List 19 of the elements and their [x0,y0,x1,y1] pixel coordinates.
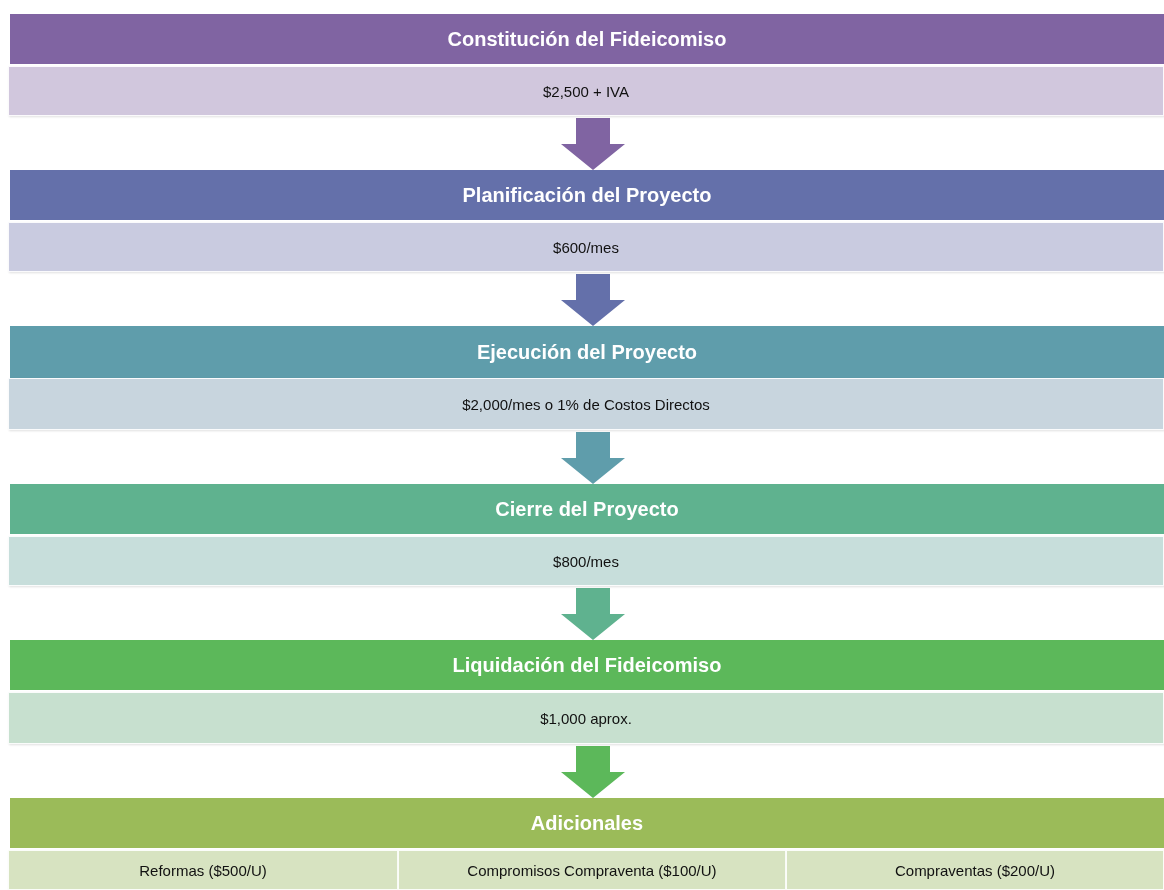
cost-band: $600/mes [8,222,1164,272]
stage-header: Constitución del Fideicomiso [10,14,1164,64]
cost-band: $1,000 aprox. [8,692,1164,744]
down-arrow [561,274,625,326]
cost-band: $2,000/mes o 1% de Costos Directos [8,378,1164,430]
cost-band: Compromisos Compraventa ($100/U) [398,850,786,890]
down-arrow [561,118,625,170]
cost-band: $800/mes [8,536,1164,586]
cost-band: Compraventas ($200/U) [786,850,1164,890]
stage-header: Adicionales [10,798,1164,848]
stage-header: Liquidación del Fideicomiso [10,640,1164,690]
cost-band: Reformas ($500/U) [8,850,398,890]
stage-header: Cierre del Proyecto [10,484,1164,534]
stage-header: Ejecución del Proyecto [10,326,1164,378]
stage-header: Planificación del Proyecto [10,170,1164,220]
down-arrow [561,432,625,484]
down-arrow [561,588,625,640]
cost-band: $2,500 + IVA [8,66,1164,116]
down-arrow [561,746,625,798]
